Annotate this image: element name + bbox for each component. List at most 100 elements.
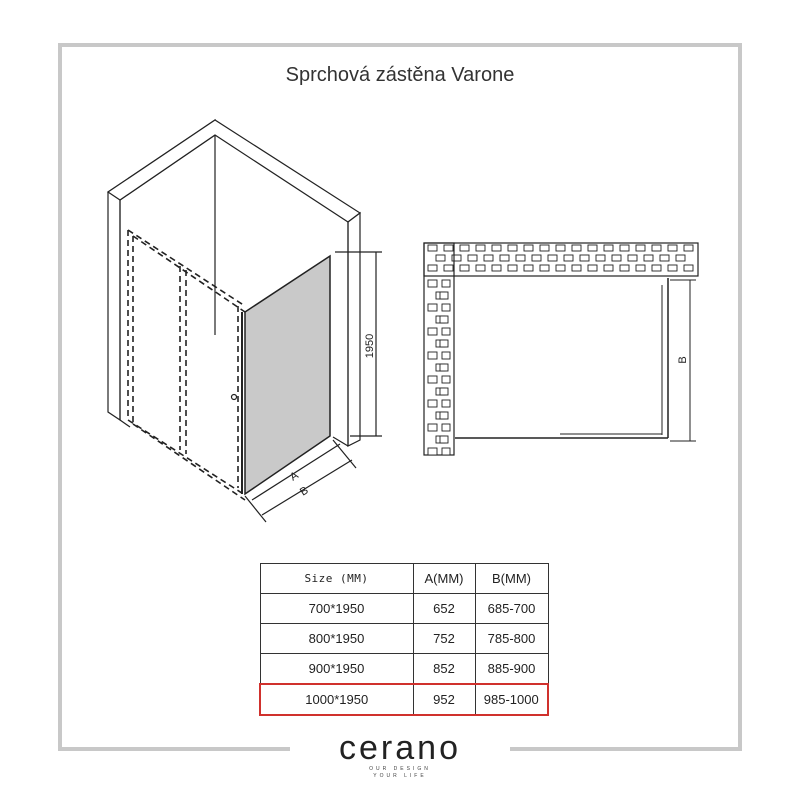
- table-row-highlighted: 1000*1950 952 985-1000: [259, 683, 549, 716]
- brick: [491, 244, 502, 252]
- brand-tagline-1: OUR DESIGN: [369, 766, 431, 772]
- brick: [507, 264, 518, 272]
- left-wall-outline-plan: [423, 242, 455, 456]
- brand-name: cerano: [339, 729, 461, 767]
- brick: [571, 244, 582, 252]
- brick: [427, 447, 438, 456]
- table-cell-size: 800*1950: [259, 623, 414, 654]
- brick: [427, 279, 438, 288]
- brick: [635, 244, 646, 252]
- brick: [475, 264, 486, 272]
- brick: [441, 303, 451, 312]
- brick: [651, 244, 662, 252]
- brick: [441, 279, 451, 288]
- table-header-size: Size (MM): [259, 563, 414, 594]
- size-table: Size (MM) A(MM) B(MM) 700*1950 652 685-7…: [259, 563, 549, 716]
- brick: [459, 264, 470, 272]
- brick: [667, 244, 678, 252]
- brick: [651, 264, 662, 272]
- table-row: 800*1950 752 785-800: [259, 623, 549, 654]
- brick: [439, 411, 449, 420]
- door-handle: [230, 393, 238, 401]
- table-header-row: Size (MM) A(MM) B(MM): [259, 563, 549, 594]
- brick: [611, 254, 622, 262]
- brick: [435, 254, 446, 262]
- brick: [515, 254, 526, 262]
- table-cell-a: 652: [412, 593, 476, 624]
- table-header-a: A(MM): [412, 563, 476, 594]
- table-row: 900*1950 852 885-900: [259, 653, 549, 685]
- brick-wall-top: [423, 242, 699, 277]
- brick: [539, 244, 550, 252]
- dim-a-label: A: [288, 469, 301, 483]
- isometric-view: [106, 118, 382, 523]
- table-header-b: B(MM): [474, 563, 549, 594]
- brick: [619, 264, 630, 272]
- brick: [467, 254, 478, 262]
- brick: [571, 264, 582, 272]
- brick: [439, 363, 449, 372]
- brick: [555, 244, 566, 252]
- table-cell-size: 900*1950: [259, 653, 414, 685]
- brick: [491, 264, 502, 272]
- back-wall-top: [106, 119, 362, 223]
- brick: [451, 254, 462, 262]
- table-row: 700*1950 652 685-700: [259, 593, 549, 624]
- table-cell-a: 952: [412, 683, 476, 716]
- plan-b-label: B: [677, 356, 689, 363]
- dim-a-line: [251, 443, 341, 501]
- brick: [439, 291, 449, 300]
- page-title: Sprchová zástěna Varone: [285, 64, 515, 86]
- table-cell-b: 685-700: [474, 593, 549, 624]
- wall-floor-line-right: [332, 436, 349, 447]
- wall-floor-line-left: [119, 419, 131, 428]
- table-cell-size: 1000*1950: [259, 683, 414, 716]
- brand-logo: cerano OUR DESIGN YOUR LIFE: [300, 730, 500, 780]
- brick: [619, 244, 630, 252]
- brick: [683, 264, 694, 272]
- brick: [475, 244, 486, 252]
- brick: [427, 303, 438, 312]
- brick: [635, 264, 646, 272]
- brick: [531, 254, 542, 262]
- brand-tagline-2: YOUR LIFE: [373, 773, 427, 779]
- table-cell-a: 752: [412, 623, 476, 654]
- brick: [443, 244, 454, 252]
- brick: [441, 351, 451, 360]
- brick: [439, 339, 449, 348]
- dim-b-line: [261, 459, 353, 516]
- brick: [579, 254, 590, 262]
- brick: [675, 254, 686, 262]
- brick: [427, 351, 438, 360]
- brick-wall-left: [423, 242, 455, 456]
- brick: [555, 264, 566, 272]
- brick: [439, 387, 449, 396]
- frame-border: [58, 43, 742, 751]
- height-label: 1950: [364, 334, 376, 358]
- brick: [643, 254, 654, 262]
- brick: [439, 435, 449, 444]
- brick: [587, 264, 598, 272]
- table-cell-b: 885-900: [474, 653, 549, 685]
- brick: [659, 254, 670, 262]
- brick: [563, 254, 574, 262]
- brick: [547, 254, 558, 262]
- brick: [523, 264, 534, 272]
- table-cell-size: 700*1950: [259, 593, 414, 624]
- brick: [441, 447, 451, 456]
- brick: [427, 423, 438, 432]
- right-wall-outline: [347, 211, 361, 447]
- brick: [427, 244, 438, 252]
- brick: [441, 375, 451, 384]
- brick: [427, 375, 438, 384]
- brick: [595, 254, 606, 262]
- brick: [603, 264, 614, 272]
- brick: [459, 244, 470, 252]
- brick: [439, 315, 449, 324]
- table-cell-b: 785-800: [474, 623, 549, 654]
- brick: [427, 264, 438, 272]
- brick: [539, 264, 550, 272]
- brick: [627, 254, 638, 262]
